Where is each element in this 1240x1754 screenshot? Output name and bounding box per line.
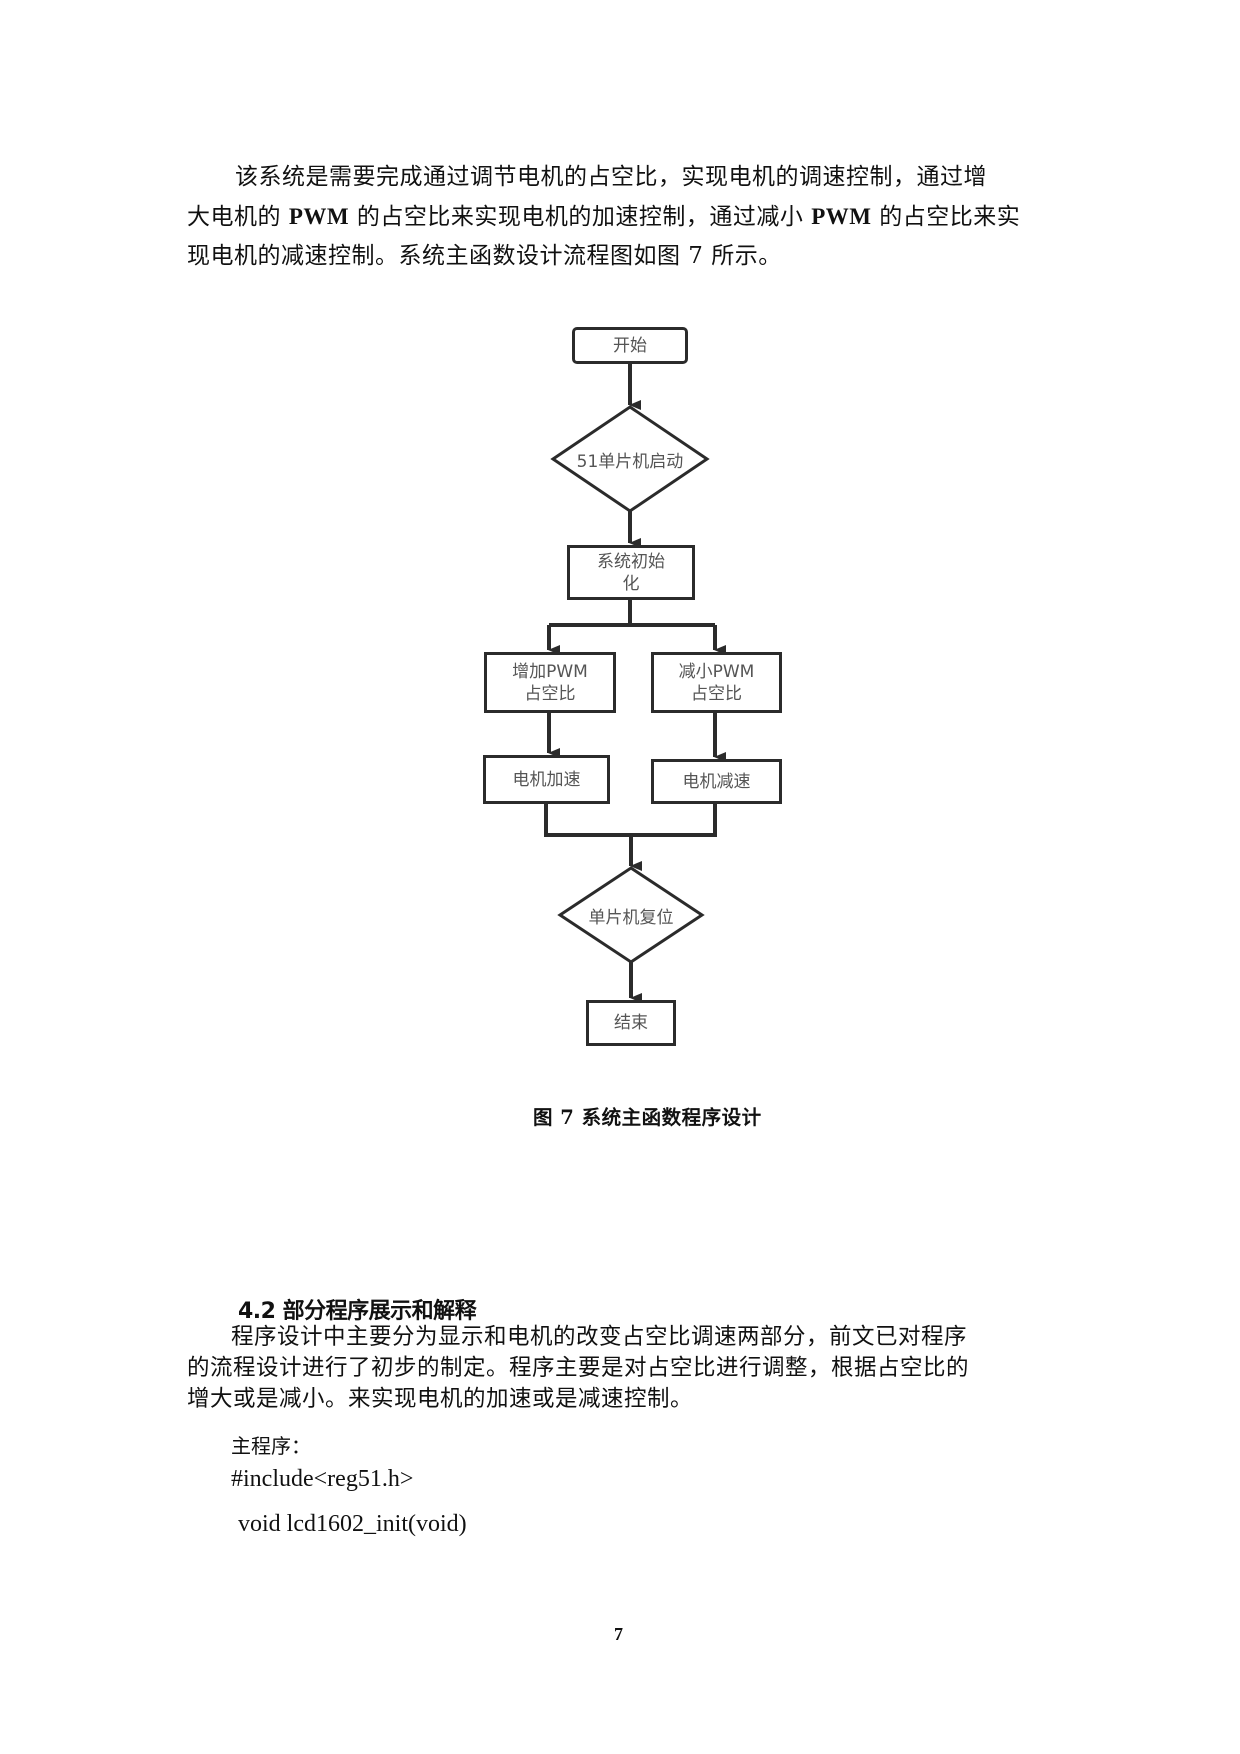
flow-node-decrease-pwm: 减小PWM 占空比: [651, 652, 782, 713]
code-line-function: void lcd1602_init(void): [238, 1511, 467, 1537]
figure-caption: 图 7 系统主函数程序设计: [533, 1106, 762, 1129]
intro-line-3: 现电机的减速控制。系统主函数设计流程图如图 7 所示。: [187, 243, 782, 269]
flow-node-end: 结束: [586, 1000, 676, 1046]
section-paragraph: 程序设计中主要分为显示和电机的改变占空比调速两部分，前文已对程序 的流程设计进行…: [187, 1322, 1057, 1415]
intro-line-1: 该系统是需要完成通过调节电机的占空比，实现电机的调速控制，通过增: [235, 164, 987, 190]
flow-node-motor-decelerate: 电机减速: [651, 759, 782, 804]
section-line-1: 程序设计中主要分为显示和电机的改变占空比调速两部分，前文已对程序: [231, 1324, 968, 1350]
section-line-2: 的流程设计进行了初步的制定。程序主要是对占空比进行调整，根据占空比的: [187, 1355, 970, 1381]
section-line-3: 增大或是减小。来实现电机的加速或是减速控制。: [187, 1386, 694, 1412]
flow-decision-mcu-reset: 单片机复位: [588, 908, 674, 928]
flow-node-system-init: 系统初始 化: [567, 545, 695, 600]
intro-line-2: 大电机的 PWM 的占空比来实现电机的加速控制，通过减小 PWM 的占空比来实: [187, 204, 1021, 230]
code-line-include: #include<reg51.h>: [231, 1466, 414, 1492]
page-number: 7: [614, 1624, 623, 1644]
flow-node-motor-accelerate: 电机加速: [483, 755, 610, 804]
flow-decision-mcu-start: 51单片机启动: [576, 452, 684, 472]
flow-node-start: 开始: [572, 327, 688, 364]
code-label: 主程序：: [231, 1434, 311, 1458]
intro-paragraph: 该系统是需要完成通过调节电机的占空比，实现电机的调速控制，通过增 大电机的 PW…: [187, 158, 1057, 276]
section-heading: 4.2 部分程序展示和解释: [238, 1299, 477, 1324]
flow-node-increase-pwm: 增加PWM 占空比: [484, 652, 616, 713]
